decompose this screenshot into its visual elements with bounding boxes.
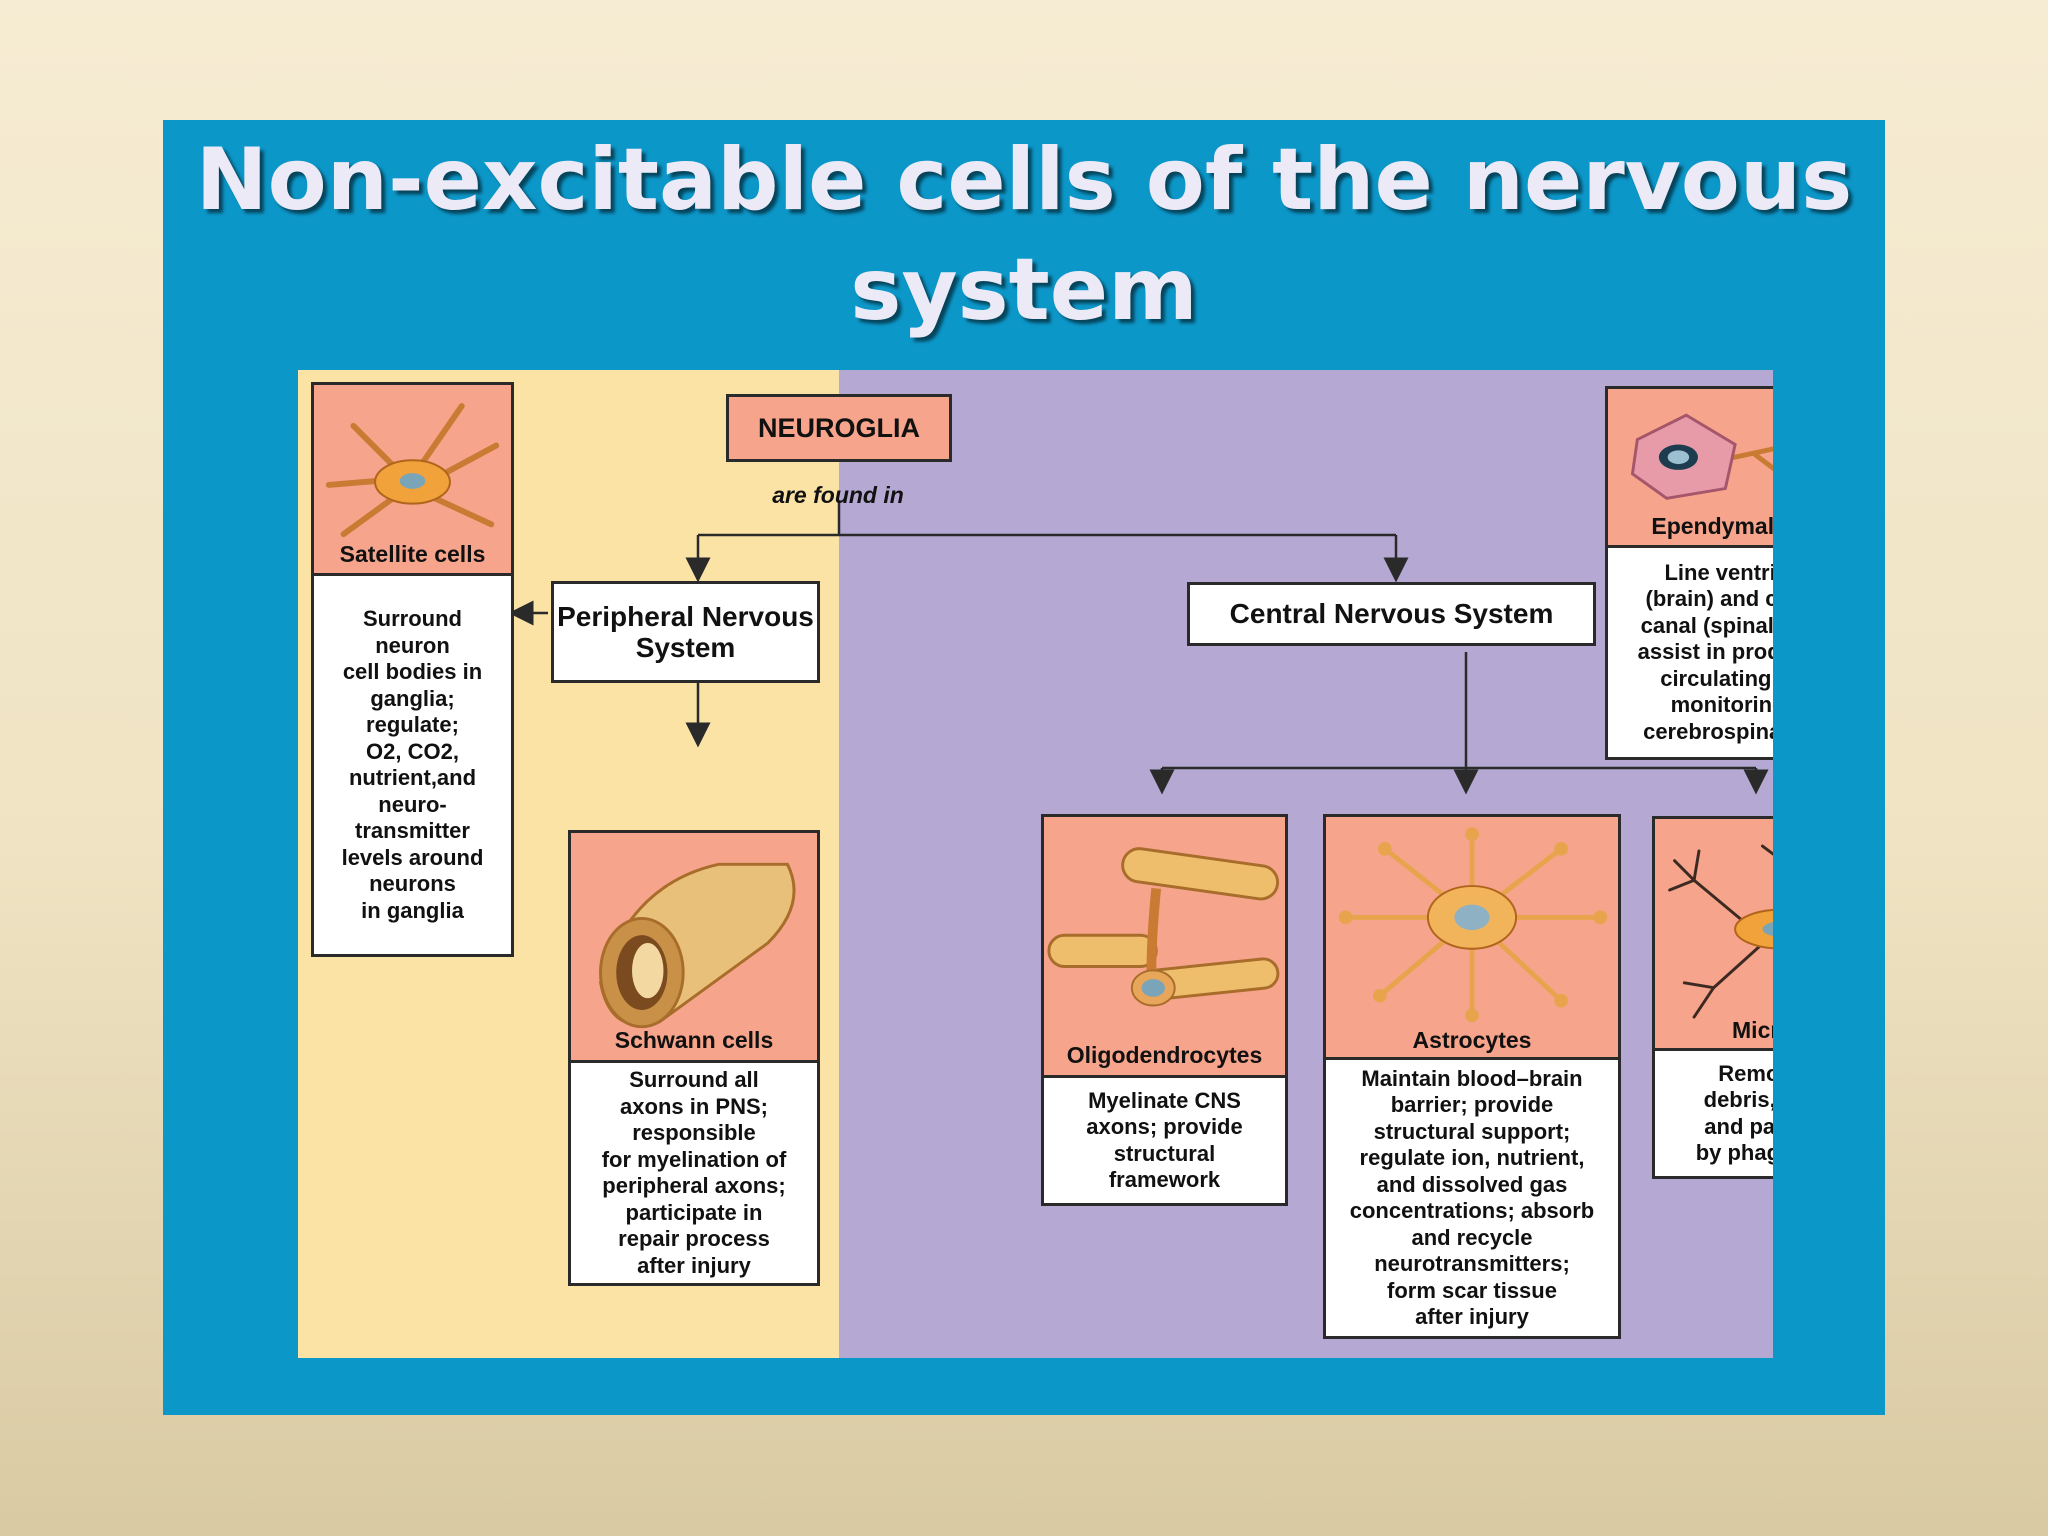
pns-label: Peripheral Nervous System xyxy=(557,601,814,663)
slide-title: Non-excitable cells of the nervous syste… xyxy=(195,130,1853,340)
schwann-cell-image: Schwann cells xyxy=(571,833,817,1060)
oligodendrocyte-card: Oligodendrocytes Myelinate CNS axons; pr… xyxy=(1041,814,1288,1206)
astrocyte-name: Astrocytes xyxy=(1412,1027,1532,1053)
satellite-cell-card: Satellite cells Surround neuron cell bod… xyxy=(311,382,514,957)
oligodendrocyte-name: Oligodendrocytes xyxy=(1066,1042,1263,1068)
satellite-cell-name: Satellite cells xyxy=(339,541,486,567)
ependymal-cell-image: Ependymal cells xyxy=(1608,389,1773,545)
pns-box: Peripheral Nervous System xyxy=(551,581,820,683)
astrocyte-desc: Maintain blood–brain barrier; provide st… xyxy=(1326,1057,1618,1336)
slide-title-area: Non-excitable cells of the nervous syste… xyxy=(163,120,1885,350)
schwann-cell-desc: Surround all axons in PNS; responsible f… xyxy=(571,1060,817,1283)
cns-label: Central Nervous System xyxy=(1229,598,1554,629)
oligodendrocyte-desc: Myelinate CNS axons; provide structural … xyxy=(1044,1075,1285,1203)
astrocyte-image: Astrocytes xyxy=(1326,817,1618,1057)
ependymal-cell-card: Ependymal cells Line ventricles (brain) … xyxy=(1605,386,1773,760)
ependymal-cell-name: Ependymal cells xyxy=(1651,513,1773,539)
satellite-cell-image: Satellite cells xyxy=(314,385,511,573)
microglia-name: Microglia xyxy=(1732,1017,1773,1043)
connector-label: are found in xyxy=(772,482,904,508)
microglia-desc: Remove cell debris, wastes, and pathogen… xyxy=(1655,1048,1773,1176)
schwann-cell-name: Schwann cells xyxy=(614,1027,774,1053)
satellite-cell-desc: Surround neuron cell bodies in ganglia; … xyxy=(314,573,511,954)
microglia-card: Microglia Remove cell debris, wastes, an… xyxy=(1652,816,1773,1179)
neuroglia-box: NEUROGLIA xyxy=(726,394,952,462)
microglia-image: Microglia xyxy=(1655,819,1773,1048)
slide: Non-excitable cells of the nervous syste… xyxy=(163,120,1885,1415)
schwann-cell-card: Schwann cells Surround all axons in PNS;… xyxy=(568,830,820,1286)
oligodendrocyte-image: Oligodendrocytes xyxy=(1044,817,1285,1075)
cns-box: Central Nervous System xyxy=(1187,582,1596,646)
astrocyte-card: Astrocytes Maintain blood–brain barrier;… xyxy=(1323,814,1621,1339)
neuroglia-diagram: NEUROGLIA are found in Peripheral Nervou… xyxy=(298,370,1773,1358)
ependymal-cell-desc: Line ventricles (brain) and central cana… xyxy=(1608,545,1773,757)
